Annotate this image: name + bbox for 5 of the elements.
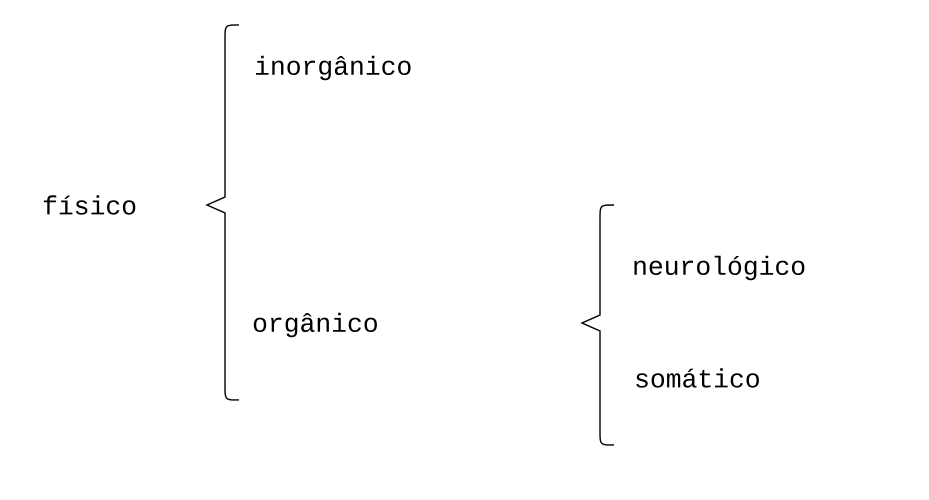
label-text: neurológico (634, 256, 804, 280)
label-text: somático (636, 368, 759, 388)
label-text: orgânico (254, 312, 377, 338)
label-text: físico (44, 195, 136, 215)
label-text: inorgânico (256, 56, 411, 80)
